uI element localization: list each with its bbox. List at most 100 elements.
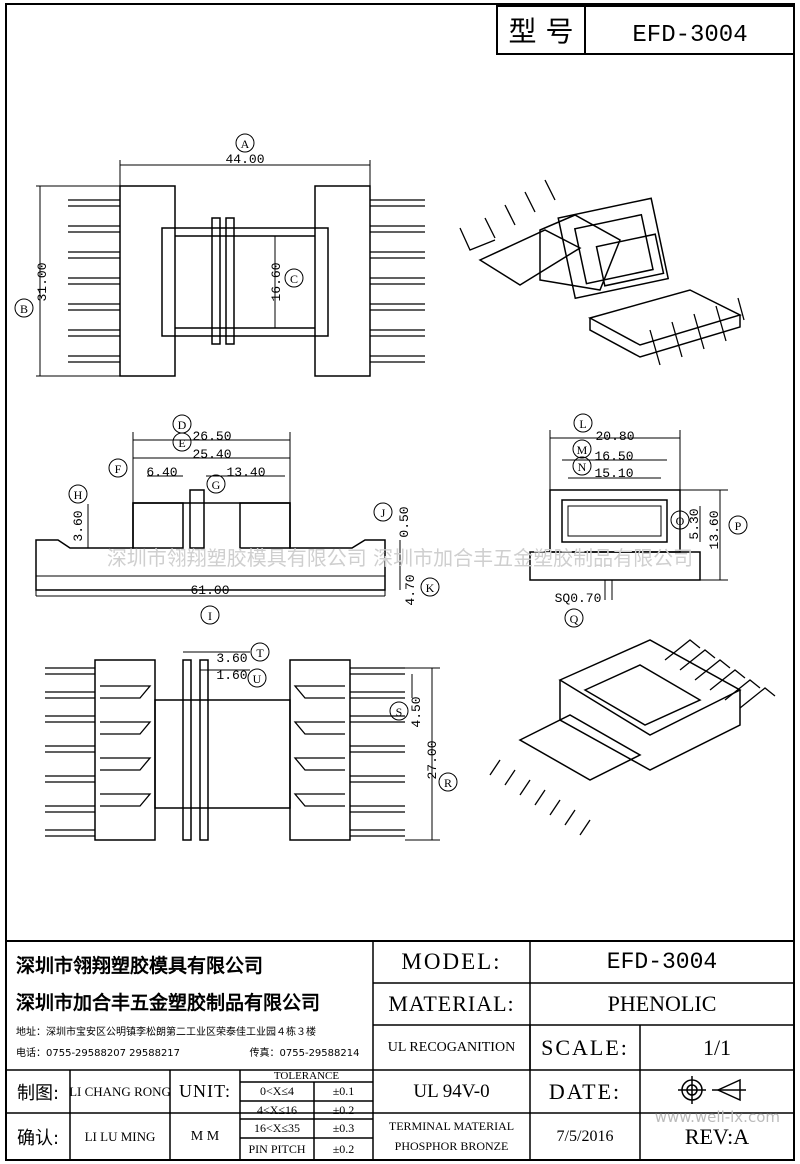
company-phone: 电话：0755-29588207 29588217 [16,1047,181,1059]
callout-I [200,605,220,625]
tolerance-value: ±0.1 [332,1084,355,1098]
tolerance-range: PIN PITCH [248,1141,306,1156]
callout-I-letter: I [208,609,212,623]
callout-S-letter: S [396,705,403,719]
callout-S [389,701,409,721]
callout-R-letter: R [444,776,452,790]
callout-O-letter: O [676,514,685,528]
company-name-1: 深圳市翎翔塑胶模具有限公司 [16,954,264,977]
dim-R: 27.00 [425,740,440,779]
callout-A [235,133,255,153]
callout-M-letter: M [577,443,588,457]
callout-Q-letter: Q [570,612,579,626]
confirm-label: 确认: [16,1127,60,1149]
callout-N-letter: N [578,460,587,474]
tolerance-title: TOLERANCE [273,1070,340,1082]
dim-O: 5.30 [687,508,702,539]
unit-value: M M [190,1128,220,1144]
callout-K [420,577,440,597]
dim-D: 26.50 [192,429,231,444]
callout-J [373,502,393,522]
view-front [35,432,401,597]
company-name-2: 深圳市加合丰五金塑胶制品有限公司 [16,991,321,1014]
confirm-name: LI LU MING [84,1128,156,1144]
callout-B-letter: B [20,302,28,316]
callout-A-letter: A [241,137,250,151]
dim-P: 13.60 [707,510,722,549]
callout-Q [564,608,584,628]
callout-J-letter: J [381,506,386,520]
callout-E-letter: E [178,436,185,450]
unit-label: UNIT: [178,1081,232,1101]
callout-D-letter: D [178,418,187,432]
dim-L: 20.80 [595,429,634,444]
callout-P-letter: P [735,519,742,533]
iso-view-1 [459,179,745,366]
tolerance-value: ±0.3 [332,1121,355,1135]
signature-watermark: www.well-lx.com [654,1108,780,1126]
tolerance-value: ±0.2 [332,1141,355,1156]
dim-F: 6.40 [146,465,177,480]
callout-U [247,668,267,688]
terminal-material-value: PHOSPHOR BRONZE [394,1138,509,1153]
dim-A: 44.00 [225,152,264,167]
terminal-material-label: TERMINAL MATERIAL [388,1118,515,1133]
model-value: EFD-3004 [606,949,718,975]
callout-N [572,456,592,476]
callout-F [108,458,128,478]
header-box [496,5,795,55]
dim-H: 3.60 [71,510,86,541]
callout-O [670,510,690,530]
drawn-label: 制图: [16,1082,60,1104]
header-model: EFD-3004 [632,22,747,49]
callout-R [438,772,458,792]
callout-E [172,432,192,452]
ul-label: UL RECOGANITION [387,1039,516,1055]
dim-T: 3.60 [216,651,247,666]
dim-K: 4.70 [403,574,418,605]
callout-H-letter: H [74,488,83,502]
dim-M: 16.50 [594,449,633,464]
dim-U: 1.60 [216,668,247,683]
callout-L-letter: L [579,417,586,431]
dim-C: 16.60 [269,262,284,301]
revision: REV:A [684,1123,750,1149]
callout-H [68,484,88,504]
tolerance-range: 16<X≤35 [253,1121,301,1135]
view-side [529,430,728,600]
dim-B: 31.00 [35,262,50,301]
callout-C [284,268,304,288]
material-label: MATERIAL: [388,991,515,1016]
callout-B [14,298,34,318]
callout-T [250,642,270,662]
callout-C-letter: C [290,272,298,286]
title-block-grid [6,940,794,1160]
date-value: 7/5/2016 [556,1127,614,1145]
callout-L [573,413,593,433]
scale-value: 1/1 [702,1034,732,1060]
dim-S: 4.50 [409,696,424,727]
date-label: DATE: [548,1078,622,1104]
projection-symbol-icon [678,1076,746,1104]
tolerance-value: ±0.2 [332,1102,355,1117]
dim-E: 25.40 [192,447,231,462]
dim-I: 61.00 [190,583,229,598]
company-address: 地址：深圳市宝安区公明镇李松朗第二工业区荣泰佳工业园４栋３楼 [16,1026,316,1038]
ul-value: UL 94V-0 [413,1080,490,1102]
callout-G [206,474,226,494]
callout-M [572,439,592,459]
dim-Q: SQ0.70 [555,591,602,606]
callout-F-letter: F [115,462,122,476]
view-bottom [45,651,440,841]
dim-N: 15.10 [594,466,633,481]
model-label: MODEL: [401,949,502,974]
tolerance-range: 0<X≤4 [259,1084,295,1098]
callout-T-letter: T [256,646,264,660]
dim-G: 13.40 [226,465,265,480]
watermark: 深圳市翎翔塑胶模具有限公司 深圳市加合丰五金塑胶制品有限公司 [106,546,694,570]
view-top [36,160,425,377]
tolerance-range: 4<X≤16 [256,1102,298,1117]
callout-P [728,515,748,535]
callout-K-letter: K [426,581,435,595]
